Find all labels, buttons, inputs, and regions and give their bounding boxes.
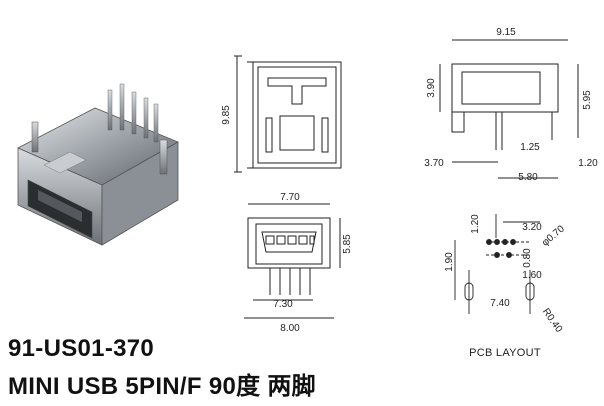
connector-photo [17,83,179,246]
dim-front-width-top: 7.70 [280,192,300,203]
front-view [244,203,341,319]
part-number: 91-US01-370 [8,335,155,362]
dim-side-5-80: 5.80 [518,172,538,183]
dim-pcb-1-20: 1.20 [470,214,481,234]
part-description: MINI USB 5PIN/F 90度 两脚 [8,373,316,400]
dim-pcb-phi: φ0.70 [540,223,567,248]
dim-pcb-7-40: 7.40 [490,298,510,309]
dim-pcb-1-60: 1.60 [522,270,542,281]
dim-pcb-3-20: 3.20 [522,222,542,233]
dim-front-width-base: 8.00 [280,323,300,334]
dim-pcb-0-80: 0.80 [522,248,533,268]
dim-pcb-radius: R0.40 [540,306,565,335]
side-view [439,39,579,179]
pcb-layout-label: PCB LAYOUT [469,347,541,359]
dim-side-1-20: 1.20 [578,158,598,169]
dim-side-height-2: 5.95 [582,90,593,110]
dim-pcb-1-90: 1.90 [444,252,455,272]
dim-front-width-pins: 7.30 [273,299,293,310]
pcb-layout [454,214,540,314]
dim-side-1-25: 1.25 [520,142,540,153]
dim-top-height: 9.85 [221,105,232,125]
dim-side-width: 9.15 [496,27,516,38]
top-view [234,55,342,173]
dim-side-3-70: 3.70 [424,158,444,169]
dim-front-height: 5.85 [342,234,353,254]
dim-side-height-1: 3.90 [426,78,437,98]
